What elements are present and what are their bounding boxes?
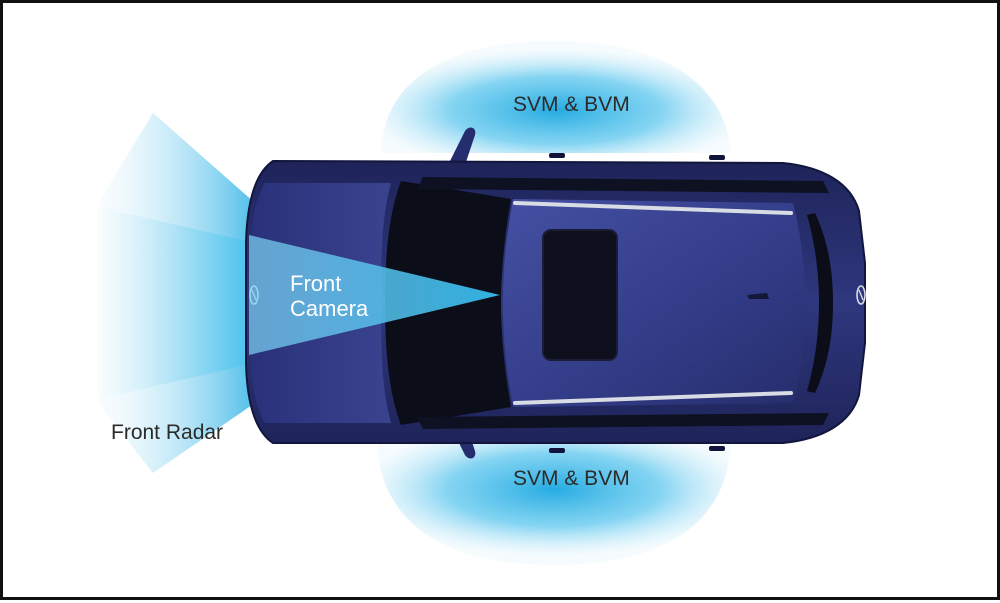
door-handle bbox=[549, 153, 565, 158]
front-camera-coverage bbox=[249, 235, 500, 355]
side-window-left bbox=[417, 177, 829, 193]
front-radar-coverage-inner bbox=[103, 208, 255, 398]
svm-bvm-bottom-label: SVM & BVM bbox=[513, 467, 630, 490]
door-handle bbox=[709, 446, 725, 451]
brand-logo-icon bbox=[856, 285, 866, 305]
shark-fin-antenna bbox=[747, 293, 769, 299]
vehicle-sensor-diagram bbox=[98, 41, 866, 565]
roof-rail-right bbox=[513, 391, 793, 405]
rear-window bbox=[807, 213, 833, 393]
door-handle bbox=[549, 448, 565, 453]
side-window-right bbox=[417, 413, 829, 429]
left-side-mirror bbox=[449, 127, 476, 165]
front-radar-label: Front Radar bbox=[111, 421, 224, 444]
front-camera-label: Front Camera bbox=[290, 271, 368, 322]
front-camera-label-line2: Camera bbox=[290, 296, 369, 322]
svm-bvm-top-label: SVM & BVM bbox=[513, 93, 630, 116]
roof-rail-left bbox=[513, 201, 793, 215]
front-camera-label-line1: Front bbox=[290, 271, 342, 296]
svm-bottom-coverage bbox=[377, 443, 731, 565]
svm-top-coverage bbox=[381, 41, 731, 153]
sunroof bbox=[542, 229, 618, 361]
door-handle bbox=[709, 155, 725, 160]
